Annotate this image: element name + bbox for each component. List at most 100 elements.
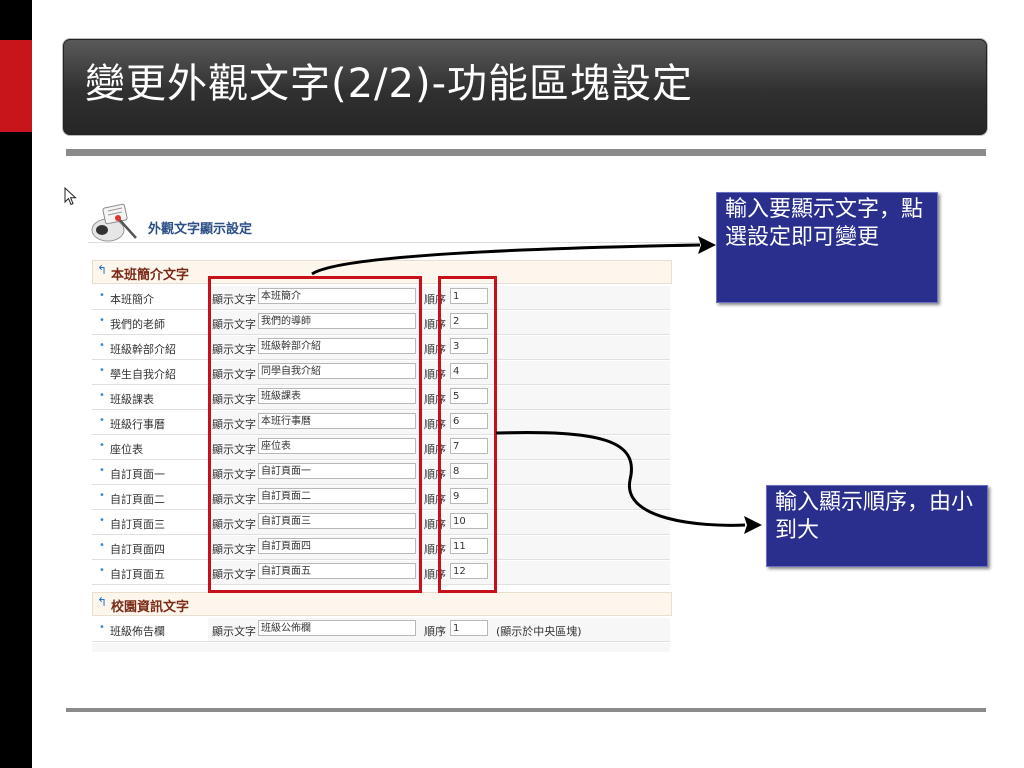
row-name: 學生自我介紹 — [110, 368, 176, 381]
highlight-text-column — [208, 276, 422, 593]
table-row: •座位表 顯示文字 座位表 順序 7 — [92, 436, 670, 460]
row-name: 班級幹部介紹 — [110, 343, 176, 356]
order-input[interactable]: 11 — [450, 538, 488, 554]
display-text-input[interactable]: 自訂頁面一 — [258, 463, 416, 479]
callout-order-input: 輸入顯示順序，由小到大 — [766, 485, 988, 567]
row-name: 自訂頁面三 — [110, 518, 165, 531]
order-input[interactable]: 4 — [450, 363, 488, 379]
order-input[interactable]: 10 — [450, 513, 488, 529]
mouse-cursor-icon — [64, 187, 77, 206]
bottom-divider — [66, 708, 986, 712]
display-text-label: 顯示文字 — [212, 293, 256, 306]
arrowhead-icon — [698, 236, 716, 254]
arrow-to-text-callout — [311, 243, 701, 276]
display-text-input[interactable]: 自訂頁面三 — [258, 513, 416, 529]
table-row: •自訂頁面二 顯示文字 自訂頁面二 順序 9 — [92, 486, 670, 510]
bullet-icon: • — [99, 465, 105, 476]
left-red-accent — [0, 40, 32, 132]
bullet-icon: • — [99, 340, 105, 351]
display-text-label: 顯示文字 — [212, 343, 256, 356]
order-input[interactable]: 5 — [450, 388, 488, 404]
row-name: 本班簡介 — [110, 293, 154, 306]
display-text-input[interactable]: 自訂頁面五 — [258, 563, 416, 579]
table-row: •本班簡介 顯示文字 本班簡介 順序 1 — [92, 286, 670, 310]
display-text-input[interactable]: 我們的導師 — [258, 313, 416, 329]
section-header-class-intro: ↰ 本班簡介文字 — [92, 260, 672, 284]
section-title: 本班簡介文字 — [111, 268, 190, 283]
table-row: •自訂頁面五 顯示文字 自訂頁面五 順序 12 — [92, 561, 670, 585]
order-input[interactable]: 1 — [450, 288, 488, 304]
table-row: •學生自我介紹 顯示文字 同學自我介紹 順序 4 — [92, 361, 670, 385]
display-text-label: 顯示文字 — [212, 518, 256, 531]
bullet-icon: • — [99, 415, 105, 426]
row-name: 班級佈告欄 — [110, 625, 165, 638]
display-text-input[interactable]: 班級公佈欄 — [258, 620, 416, 636]
display-text-label: 顯示文字 — [212, 393, 256, 406]
settings-tools-icon — [91, 203, 137, 242]
row-name: 自訂頁面四 — [110, 543, 165, 556]
order-label: 順序 — [424, 625, 446, 638]
back-arrow-icon: ↰ — [97, 263, 108, 277]
order-input[interactable]: 8 — [450, 463, 488, 479]
row-name: 自訂頁面二 — [110, 493, 165, 506]
table-row: •自訂頁面四 顯示文字 自訂頁面四 順序 11 — [92, 536, 670, 560]
order-input[interactable]: 3 — [450, 338, 488, 354]
screenshot-header-title: 外觀文字顯示設定 — [148, 222, 253, 237]
display-text-label: 顯示文字 — [212, 368, 256, 381]
bullet-icon: • — [99, 515, 105, 526]
display-text-label: 顯示文字 — [212, 418, 256, 431]
display-text-input[interactable]: 同學自我介紹 — [258, 363, 416, 379]
table-row: •我們的老師 顯示文字 我們的導師 順序 2 — [92, 311, 670, 335]
order-input[interactable]: 12 — [450, 563, 488, 579]
display-text-label: 顯示文字 — [212, 568, 256, 581]
bullet-icon: • — [99, 540, 105, 551]
bullet-icon: • — [99, 315, 105, 326]
table-row-partial — [92, 643, 670, 652]
table-row: •班級幹部介紹 顯示文字 班級幹部介紹 順序 3 — [92, 336, 670, 360]
row-name: 自訂頁面五 — [110, 568, 165, 581]
bullet-icon: • — [99, 490, 105, 501]
display-text-input[interactable]: 自訂頁面二 — [258, 488, 416, 504]
row-name: 自訂頁面一 — [110, 468, 165, 481]
order-input[interactable]: 1 — [450, 620, 488, 636]
display-text-input[interactable]: 座位表 — [258, 438, 416, 454]
screenshot-header: 外觀文字顯示設定 — [88, 196, 708, 243]
display-text-label: 顯示文字 — [212, 543, 256, 556]
arrow-to-order-callout — [495, 431, 746, 527]
order-input[interactable]: 9 — [450, 488, 488, 504]
order-input[interactable]: 6 — [450, 413, 488, 429]
display-text-input[interactable]: 班級課表 — [258, 388, 416, 404]
table-row: •班級課表 顯示文字 班級課表 順序 5 — [92, 386, 670, 410]
display-text-label: 顯示文字 — [212, 468, 256, 481]
display-text-input[interactable]: 班級幹部介紹 — [258, 338, 416, 354]
bullet-icon: • — [99, 290, 105, 301]
bullet-icon: • — [99, 440, 105, 451]
row-name: 我們的老師 — [110, 318, 165, 331]
bullet-icon: • — [99, 365, 105, 376]
bullet-icon: • — [99, 622, 105, 633]
row-name: 座位表 — [110, 443, 143, 456]
display-text-input[interactable]: 本班簡介 — [258, 288, 416, 304]
order-input[interactable]: 2 — [450, 313, 488, 329]
row-note: (顯示於中央區塊) — [496, 625, 582, 638]
row-name: 班級課表 — [110, 393, 154, 406]
display-text-input[interactable]: 本班行事曆 — [258, 413, 416, 429]
arrowhead-icon — [744, 516, 762, 534]
row-name: 班級行事曆 — [110, 418, 165, 431]
back-arrow-icon: ↰ — [97, 595, 108, 609]
order-input[interactable]: 7 — [450, 438, 488, 454]
settings-screenshot: 外觀文字顯示設定 ↰ 本班簡介文字 • 本班簡介 顯示文字 本班簡介 順序 1 •… — [86, 196, 718, 652]
top-divider — [66, 149, 986, 156]
display-text-label: 顯示文字 — [212, 625, 256, 638]
highlight-order-column — [438, 276, 497, 593]
slide-title: 變更外觀文字(2/2)-功能區塊設定 — [85, 61, 694, 107]
display-text-label: 顯示文字 — [212, 493, 256, 506]
display-text-input[interactable]: 自訂頁面四 — [258, 538, 416, 554]
display-text-label: 顯示文字 — [212, 443, 256, 456]
table-row: • 班級佈告欄 顯示文字 班級公佈欄 順序 1 (顯示於中央區塊) — [92, 618, 670, 642]
slide-title-box: 變更外觀文字(2/2)-功能區塊設定 — [62, 38, 988, 136]
bullet-icon: • — [99, 565, 105, 576]
display-text-label: 顯示文字 — [212, 318, 256, 331]
table-row: •班級行事曆 顯示文字 本班行事曆 順序 6 — [92, 411, 670, 435]
